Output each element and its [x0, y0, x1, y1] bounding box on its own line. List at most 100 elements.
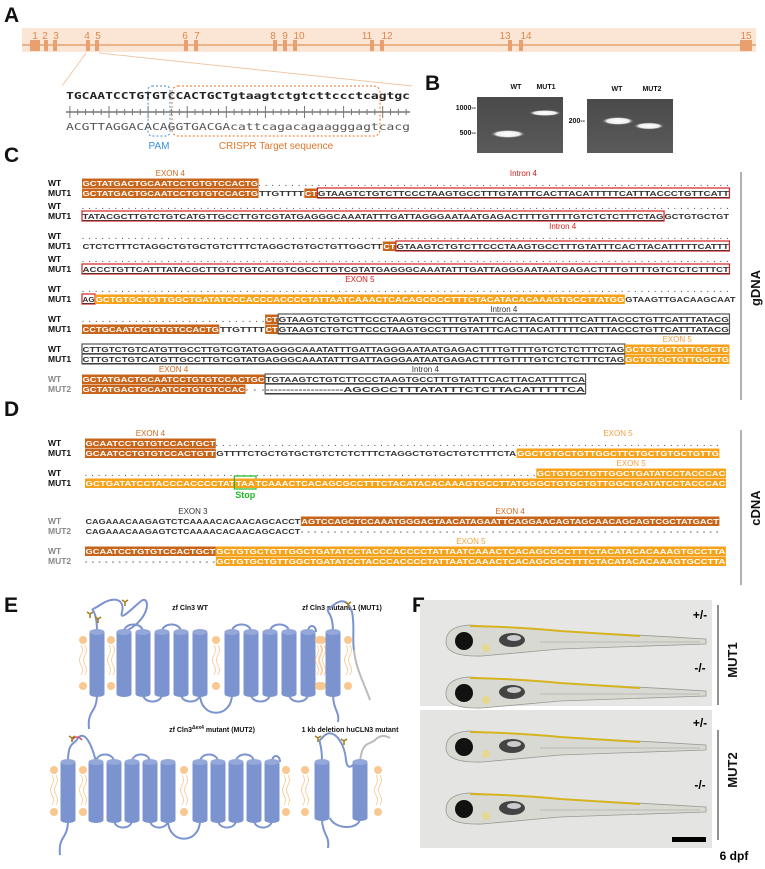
row-label: MUT2	[48, 556, 71, 566]
lipid-tail	[315, 644, 323, 676]
panel-label-a: A	[4, 4, 19, 27]
sequence-segment: GCTATGACTGCAATCCTGTGTCCAC	[83, 387, 246, 394]
pam-label: PAM	[149, 141, 170, 152]
sequence-segment: CTTGTCTGTCATGTTGCCTTGTCGTATGAGGGCAAATATT…	[83, 357, 626, 364]
mut1-group-label: MUT1	[725, 642, 740, 677]
helix-bottom	[192, 817, 208, 823]
exon-3	[53, 40, 57, 51]
swim-bladder-highlight	[507, 687, 521, 693]
alignment-gap: ........................................…	[82, 204, 729, 211]
larva-body	[445, 792, 707, 825]
exon5-block	[215, 546, 726, 556]
row-label: MUT1	[48, 264, 71, 274]
zebrafish-larvae	[445, 624, 707, 825]
helix-bottom	[124, 817, 140, 823]
sequence-segment: GCAATCCTGTGTCCACTGCT	[86, 549, 217, 556]
exon-number: 9	[282, 31, 288, 42]
region-label: Intron 4	[412, 365, 440, 374]
region-label: Intron 4	[510, 169, 538, 178]
mut2-protein-title: zf Cln3Δex4 mutant (MUT2)	[169, 725, 255, 734]
sequence-segment: CAGAAACAAGAGTCTCAAAACACAACAGCACCT	[86, 529, 302, 536]
lipid-head	[374, 808, 382, 816]
helix-top	[314, 759, 330, 765]
zebrafish-larva	[445, 624, 707, 657]
transmembrane-helix	[314, 762, 330, 818]
exon-number: 12	[381, 31, 393, 42]
helix-bottom	[224, 691, 240, 697]
lipid-head	[282, 766, 290, 774]
lipid-tail	[301, 774, 309, 806]
transmembrane-helix	[106, 762, 122, 820]
helix-bottom	[210, 817, 226, 823]
genotype-label: -/-	[694, 778, 705, 792]
sequence-segment: CAGAAACAAGAGTCTCAAAACACAACAGCACCT	[86, 519, 302, 526]
transmembrane-helix	[192, 632, 208, 694]
exon-15	[740, 40, 752, 51]
exon5-block	[95, 294, 625, 304]
gel-2: WT MUT2 200--	[569, 86, 673, 153]
zebrafish-larva	[445, 730, 707, 763]
swim-bladder-highlight	[507, 741, 521, 747]
gel-1: WT MUT1 1000-- 500--	[456, 84, 563, 153]
exon-number: 3	[53, 31, 59, 42]
helix-top	[192, 759, 208, 765]
helix-bottom	[325, 691, 341, 697]
helix-top	[246, 759, 262, 765]
sequence-segment: CT	[266, 317, 279, 324]
alignment-gap: ----------------------------------------…	[301, 529, 719, 536]
helix-bottom	[154, 691, 170, 697]
panel-label-c: C	[4, 144, 19, 167]
helix-top	[352, 759, 368, 765]
exon-4	[86, 40, 90, 51]
row-label: WT	[48, 314, 62, 324]
sequence-segment: GCTGTGCTGT	[665, 214, 730, 221]
helix-top	[264, 759, 280, 765]
helix-top	[300, 629, 316, 635]
protein-topology-diagrams	[50, 598, 391, 856]
row-label: MUT1	[48, 294, 71, 304]
eye	[455, 738, 473, 756]
lipid-head	[212, 682, 220, 690]
lipid-head	[79, 808, 87, 816]
exon-number: 13	[499, 31, 511, 42]
row-label: MUT1	[48, 188, 71, 198]
transmembrane-helix	[160, 762, 176, 820]
region-label: EXON 4	[156, 169, 186, 178]
sequence-segment: TCAAACTCACAGCGCCTTTCTACATACACAAAGTGCCTTA…	[256, 481, 726, 488]
sequence-segment: TTGTTTT	[220, 327, 266, 334]
row-label: MUT1	[48, 478, 71, 488]
helix-bottom	[281, 691, 297, 697]
band-wt-2	[602, 117, 634, 125]
yolk	[482, 750, 490, 758]
exon5-block	[516, 448, 720, 458]
exon5-block	[255, 478, 726, 488]
zebrafish-larva	[445, 676, 707, 709]
lipid-head	[79, 682, 87, 690]
sequence-segment: CT	[305, 191, 318, 198]
sequence-segment: CCTGCAATCCTGTGTCCACTG	[83, 327, 220, 334]
alignment-gap: ........................................…	[82, 234, 729, 241]
exon-number: 10	[293, 31, 305, 42]
lipid-tail	[344, 644, 352, 676]
row-label: WT	[48, 201, 62, 211]
ladder-1000: 1000--	[456, 105, 477, 112]
row-label: WT	[48, 468, 62, 478]
crispr-target-label: CRISPR Target sequence	[219, 141, 334, 152]
glycosylation-icon	[344, 601, 352, 608]
exon-5	[95, 40, 99, 51]
helix-top	[281, 629, 297, 635]
helix-bottom	[60, 817, 76, 823]
glycosylation-icon	[340, 738, 348, 745]
region-label: Intron 4	[549, 222, 577, 231]
sequence-segment: GCTATGACTGCAATCCTGTGTCCACTGC	[83, 377, 265, 384]
sequence-segment: GTAAGTCTGTCTTCCCTAAGTGCCTTTGTATTTCACTTAC…	[279, 327, 730, 334]
crispr-target-box	[171, 85, 381, 137]
exon4-block	[265, 324, 279, 334]
lipid-head	[180, 766, 188, 774]
hucln3-protein-title: 1 kb deletion huCLN3 mutant	[302, 727, 400, 734]
exon5-block	[85, 478, 236, 488]
exon4-block	[82, 374, 266, 384]
sequence-segment: GCTGTGCTGTTGGCTGATATCCTACCCAC	[537, 471, 726, 478]
